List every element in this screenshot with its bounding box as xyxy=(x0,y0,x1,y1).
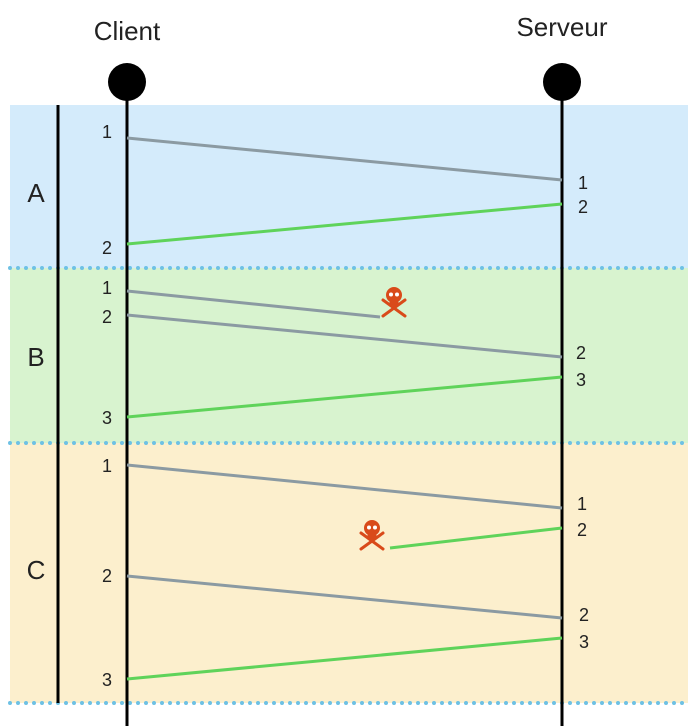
client-label-c2: 2 xyxy=(102,566,112,586)
server-label-b3: 3 xyxy=(576,370,586,390)
client-label-a1: 1 xyxy=(102,122,112,142)
server-label-c2: 2 xyxy=(579,605,589,625)
client-header: Client xyxy=(94,16,161,46)
client-label-c1: 1 xyxy=(102,456,112,476)
section-b-background xyxy=(10,268,688,443)
section-label-c: C xyxy=(27,555,46,585)
message-c1-request xyxy=(126,463,563,510)
message-b1-request-lost xyxy=(126,289,381,319)
message-c3-response xyxy=(126,636,563,681)
message-a1-request xyxy=(126,136,563,182)
message-b2-request xyxy=(126,313,563,359)
message-a2-response xyxy=(126,202,563,246)
section-a-background xyxy=(10,105,688,268)
messages xyxy=(126,136,563,681)
server-label-c1: 1 xyxy=(577,494,587,514)
server-label-c3: 3 xyxy=(579,632,589,652)
client-label-b2: 2 xyxy=(102,307,112,327)
server-label-b2: 2 xyxy=(576,343,586,363)
server-label-a2: 2 xyxy=(578,197,588,217)
section-label-b: B xyxy=(27,342,44,372)
skull-crossbones-icon xyxy=(359,520,385,551)
section-separators xyxy=(8,266,690,705)
server-endpoint xyxy=(543,63,581,101)
client-label-b1: 1 xyxy=(102,278,112,298)
client-endpoint xyxy=(108,63,146,101)
client-label-c3: 3 xyxy=(102,670,112,690)
client-label-b3: 3 xyxy=(102,408,112,428)
client-label-a2: 2 xyxy=(102,238,112,258)
server-label-c2-lost: 2 xyxy=(577,520,587,540)
server-label-a1: 1 xyxy=(578,173,588,193)
message-c2-request xyxy=(126,574,563,620)
skull-crossbones-icon xyxy=(381,287,407,318)
server-header: Serveur xyxy=(516,12,607,42)
message-b3-response xyxy=(126,375,563,419)
message-c2-response-lost xyxy=(389,526,563,550)
section-label-a: A xyxy=(27,178,45,208)
